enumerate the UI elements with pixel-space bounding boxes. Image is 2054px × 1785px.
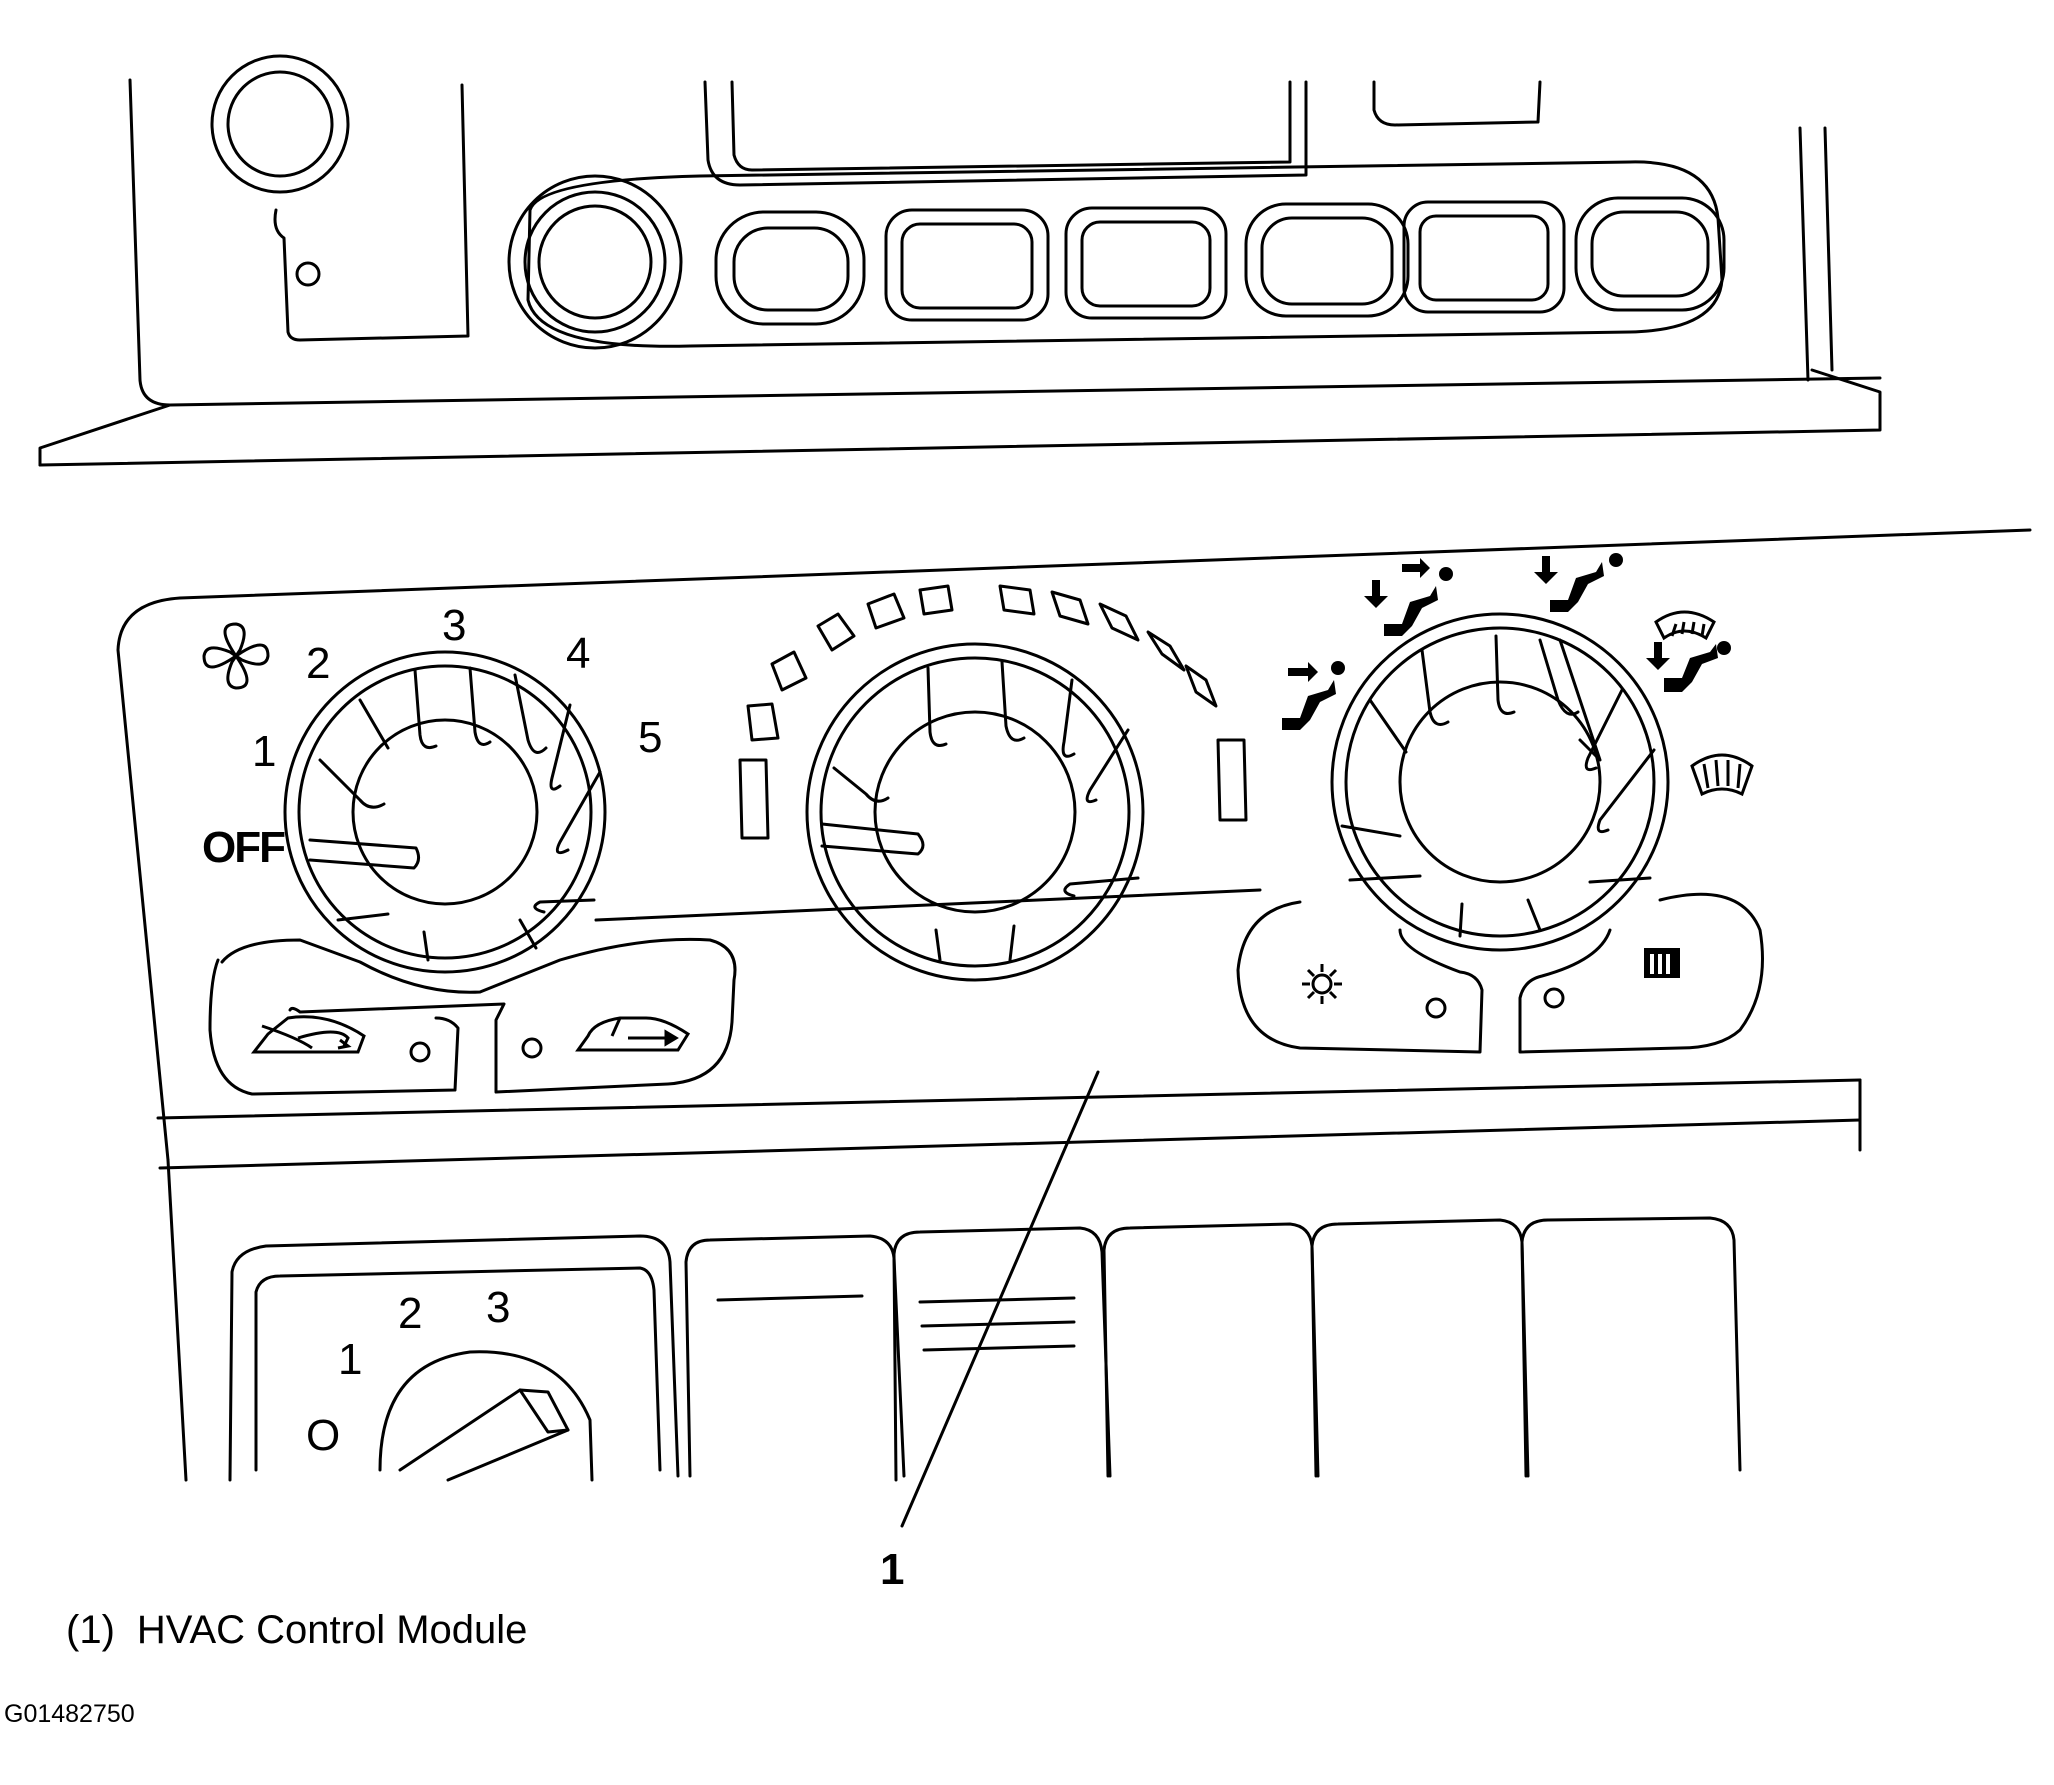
fresh-air-indicator-light — [521, 1037, 543, 1059]
lower-knob-3-label: 3 — [486, 1283, 510, 1332]
radio-tuning-knob[interactable] — [507, 174, 683, 350]
fan-speed-knob[interactable] — [283, 650, 607, 974]
bilevel-icon — [1364, 558, 1453, 636]
radio-bezel — [38, 54, 1882, 467]
ac-button[interactable] — [1236, 900, 1484, 1054]
mode-knob[interactable] — [1330, 612, 1670, 952]
radio-power-knob[interactable] — [210, 54, 350, 194]
radio-preset-button-3[interactable] — [1064, 206, 1228, 320]
lower-panel — [228, 1216, 1742, 1482]
temperature-scale — [738, 584, 1248, 840]
lower-knob-1-label: 1 — [338, 1335, 362, 1384]
recirculation-button[interactable] — [208, 937, 737, 1096]
fan-speed-off-label: OFF — [202, 823, 285, 872]
fan-speed-2-label: 2 — [306, 639, 330, 688]
legend: (1) HVAC Control Module — [66, 1608, 549, 1653]
fan-speed-5-label: 5 — [638, 713, 662, 762]
lower-knob-2-label: 2 — [398, 1289, 422, 1338]
legend-label: HVAC Control Module — [136, 1608, 528, 1652]
face-vent-icon — [1282, 661, 1345, 730]
figure-id: G01482750 — [4, 1700, 135, 1728]
fan-speed-1-label: 1 — [252, 727, 276, 776]
rear-defrost-indicator-light — [1543, 987, 1565, 1009]
fan-icon — [202, 622, 270, 690]
lower-knob-o-label: O — [306, 1411, 340, 1460]
fan-speed-3-label: 3 — [442, 601, 466, 650]
radio-preset-button-4[interactable] — [1244, 202, 1410, 318]
radio-preset-button-5[interactable] — [1402, 200, 1566, 314]
rear-defrost-button[interactable] — [1518, 892, 1764, 1054]
defrost-icon — [1690, 753, 1754, 797]
floor-defrost-icon — [1646, 610, 1731, 692]
temperature-knob[interactable] — [805, 642, 1145, 982]
fan-speed-pointer — [308, 838, 421, 870]
ac-icon — [1302, 964, 1342, 1004]
rear-defrost-icon — [1644, 948, 1680, 978]
callout-number: 1 — [880, 1545, 904, 1594]
temperature-pointer — [820, 822, 925, 856]
radio-preset-button-2[interactable] — [884, 208, 1050, 322]
fresh-air-icon — [575, 1016, 691, 1052]
ac-indicator-light — [1425, 997, 1447, 1019]
radio-indicator-light — [295, 261, 321, 287]
fan-speed-4-label: 4 — [566, 629, 590, 678]
radio-preset-button-6[interactable] — [1574, 196, 1726, 312]
lower-knob-labels: O 1 2 3 — [306, 1283, 510, 1460]
lower-rotary-knob[interactable] — [378, 1350, 594, 1482]
callout-leader-line — [900, 1070, 1100, 1528]
radio-preset-button-1[interactable] — [714, 210, 866, 326]
recirculation-icon — [250, 1015, 366, 1054]
hvac-panel-outline — [116, 528, 2032, 1482]
floor-icon — [1534, 553, 1623, 612]
recirculation-indicator-light — [409, 1041, 431, 1063]
legend-number: (1) — [66, 1608, 115, 1652]
fan-speed-labels: OFF 1 2 3 4 5 — [202, 601, 662, 872]
